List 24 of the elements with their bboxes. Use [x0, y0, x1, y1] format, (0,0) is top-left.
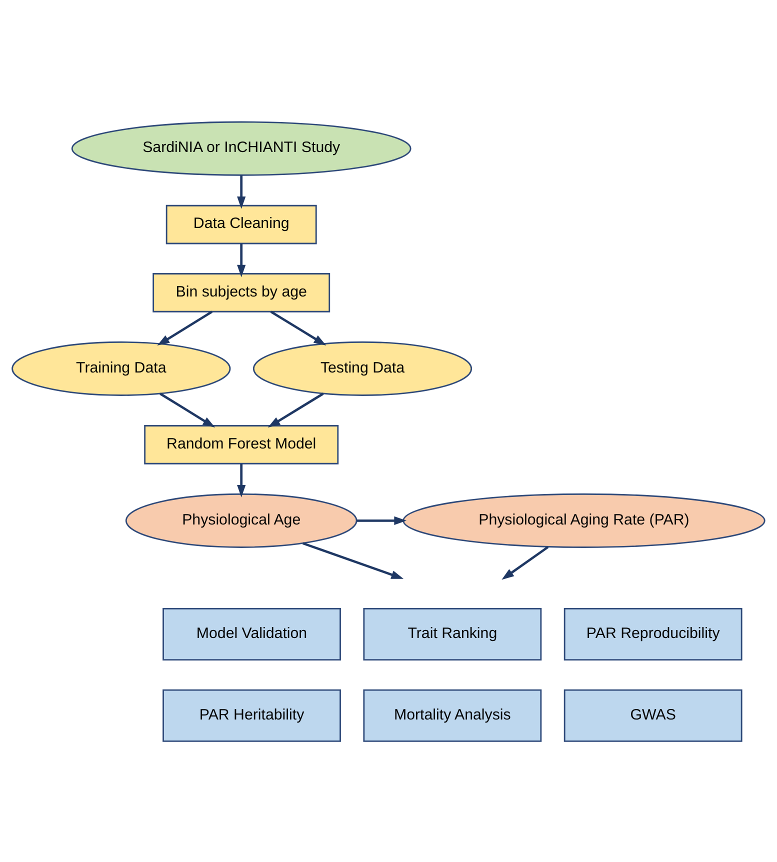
node-ellipse: Physiological Age	[125, 492, 358, 548]
node-box: PAR Reproducibility	[564, 608, 742, 660]
node-ellipse: Training Data	[12, 340, 231, 396]
node-box: Mortality Analysis	[363, 688, 542, 742]
node-box: Bin subjects by age	[152, 272, 330, 312]
node-ellipse: SardiNIA or InCHIANTI Study	[71, 120, 412, 176]
arrow	[237, 243, 246, 277]
node-box: Model Validation	[162, 608, 341, 660]
arrow	[157, 310, 213, 346]
node-ellipse: Testing Data	[252, 340, 472, 396]
arrow	[160, 392, 216, 428]
node-ellipse: Physiological Aging Rate (PAR)	[402, 492, 766, 548]
arrow	[356, 516, 407, 524]
arrow	[237, 463, 246, 497]
node-box: Random Forest Model	[144, 424, 339, 464]
arrow	[302, 542, 404, 578]
arrow	[237, 174, 246, 208]
arrow	[502, 546, 549, 580]
node-box: Trait Ranking	[363, 608, 542, 660]
node-box: GWAS	[564, 688, 742, 742]
arrow	[270, 310, 326, 346]
node-box: Data Cleaning	[166, 204, 317, 244]
node-box: PAR Heritability	[162, 688, 341, 742]
arrow	[268, 392, 324, 428]
